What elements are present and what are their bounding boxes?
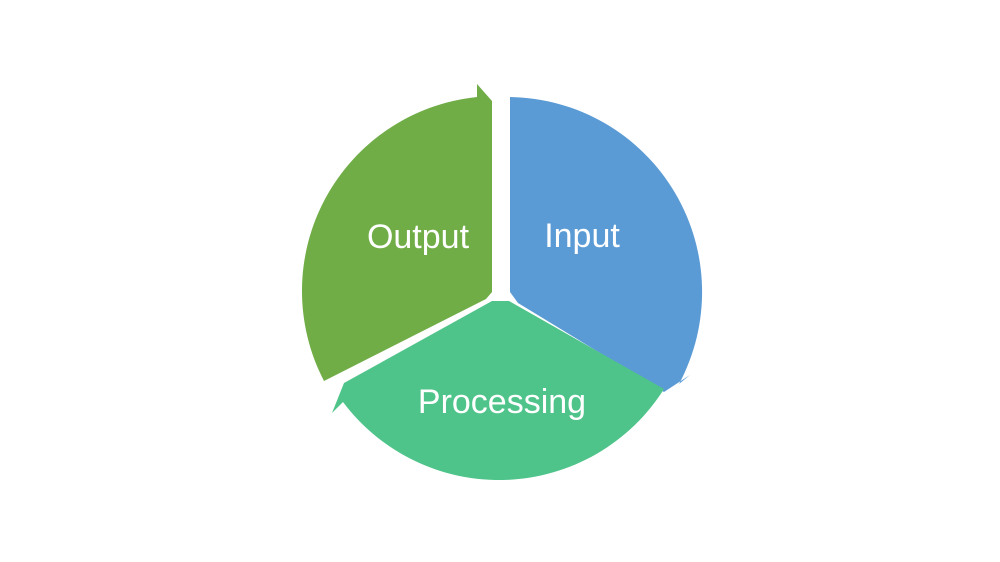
label-processing: Processing xyxy=(418,383,586,421)
segment-input xyxy=(510,97,703,392)
segment-output xyxy=(301,84,492,381)
label-output: Output xyxy=(367,218,470,256)
label-input: Input xyxy=(544,217,620,255)
segment-processing xyxy=(332,301,664,481)
